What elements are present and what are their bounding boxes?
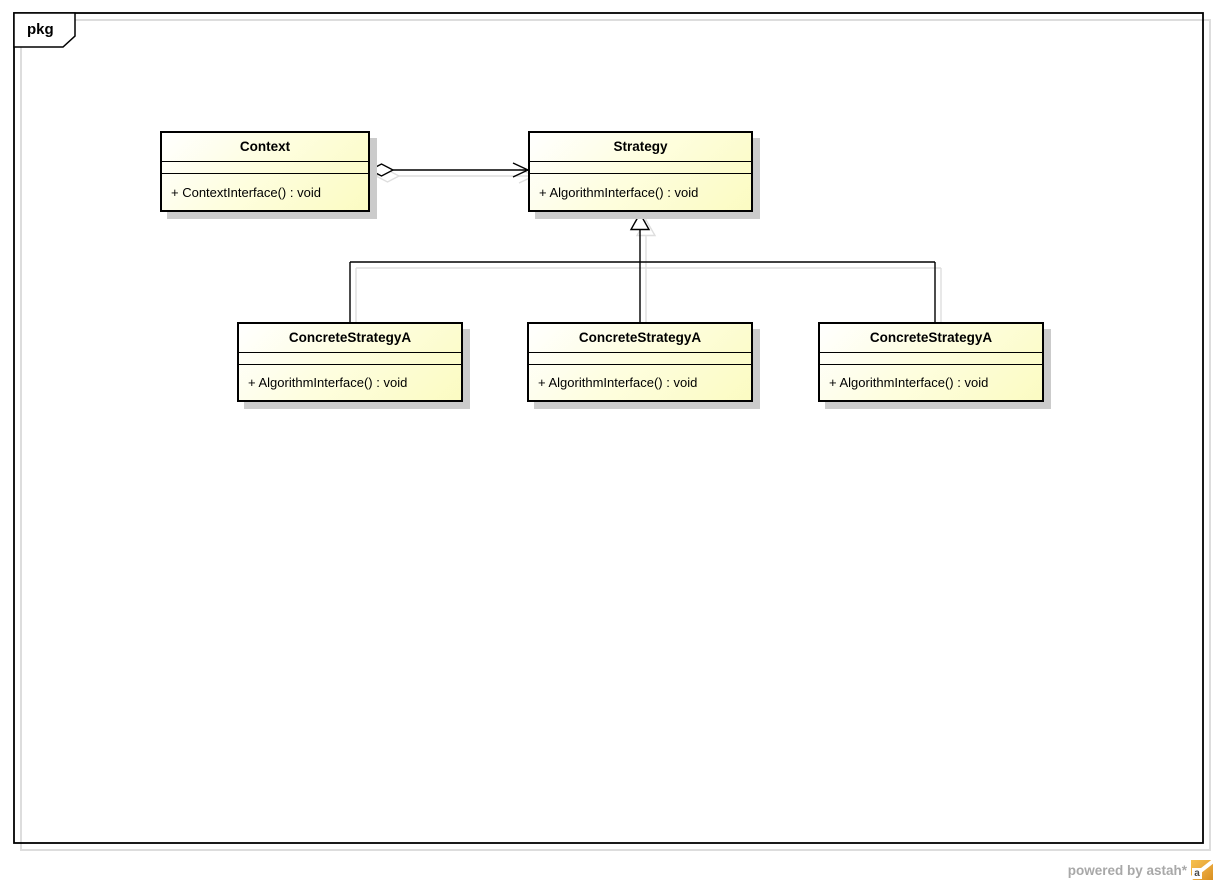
frame-shadow — [20, 19, 1211, 851]
class-attributes-compartment — [529, 352, 751, 365]
package-frame-border — [13, 12, 1204, 844]
class-operations-compartment: + AlgorithmInterface() : void — [530, 174, 751, 210]
class-name: Context — [239, 139, 291, 154]
class-operations-compartment: + AlgorithmInterface() : void — [239, 365, 461, 400]
class-concrete-strategy-right: ConcreteStrategyA + AlgorithmInterface()… — [818, 322, 1044, 402]
class-strategy: Strategy + AlgorithmInterface() : void — [528, 131, 753, 212]
class-operation: + AlgorithmInterface() : void — [248, 375, 408, 390]
class-attributes-compartment — [530, 161, 751, 174]
astah-logo-icon: a — [1191, 860, 1213, 880]
class-operation: + ContextInterface() : void — [171, 184, 321, 200]
class-attributes-compartment — [162, 161, 368, 174]
class-operation: + AlgorithmInterface() : void — [539, 184, 699, 200]
class-attributes-compartment — [820, 352, 1042, 365]
hollow-triangle-arrowhead-icon — [629, 212, 651, 231]
class-operations-compartment: + ContextInterface() : void — [162, 174, 368, 210]
class-operations-compartment: + AlgorithmInterface() : void — [820, 365, 1042, 400]
watermark: powered by astah* a — [1068, 858, 1213, 882]
package-tab-label: pkg — [27, 21, 54, 38]
class-operations-compartment: + AlgorithmInterface() : void — [529, 365, 751, 400]
class-operation: + AlgorithmInterface() : void — [829, 375, 989, 390]
class-concrete-strategy-middle: ConcreteStrategyA + AlgorithmInterface()… — [527, 322, 753, 402]
class-name: Strategy — [613, 139, 668, 154]
watermark-text: powered by astah* — [1067, 862, 1187, 878]
package-tab — [13, 12, 76, 48]
aggregation-diamond — [368, 163, 395, 177]
class-context: Context + ContextInterface() : void — [160, 131, 370, 212]
class-attributes-compartment — [239, 352, 461, 365]
class-name: ConcreteStrategyA — [578, 330, 702, 345]
class-concrete-strategy-left: ConcreteStrategyA + AlgorithmInterface()… — [237, 322, 463, 402]
astah-logo-letter: a — [1192, 868, 1202, 879]
class-name: ConcreteStrategyA — [869, 330, 993, 345]
class-operation: + AlgorithmInterface() : void — [538, 375, 698, 390]
class-name: ConcreteStrategyA — [288, 330, 412, 345]
connector-shadows — [355, 168, 942, 329]
generalization-connector — [349, 212, 936, 323]
